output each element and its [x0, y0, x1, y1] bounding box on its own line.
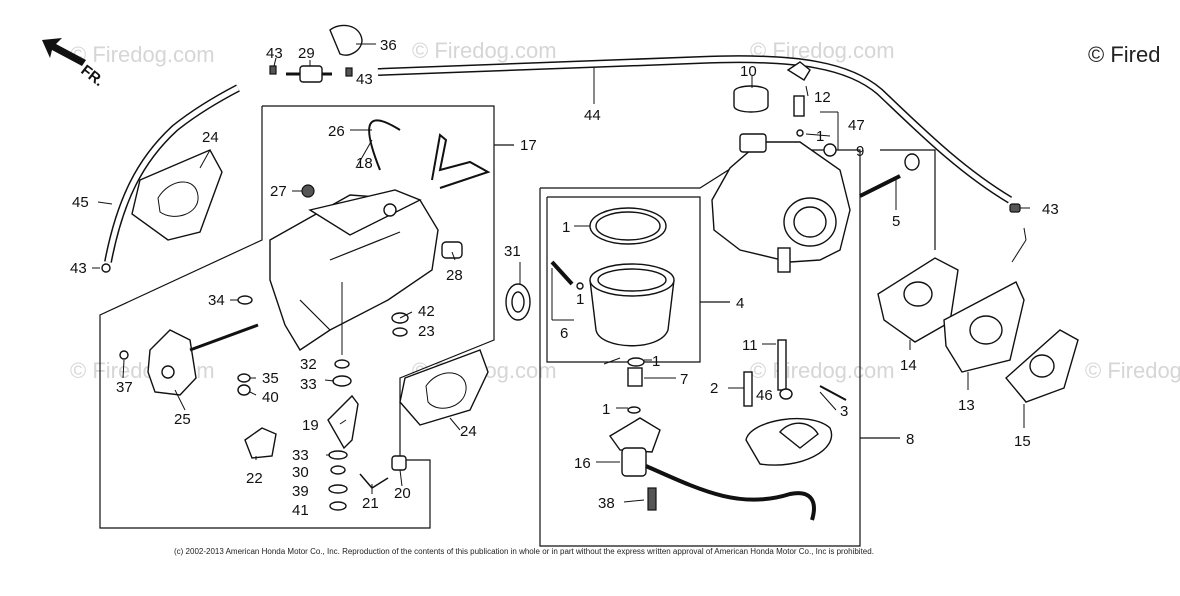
- assembly-boundaries: [99, 105, 936, 547]
- drain-bolt-7: [627, 357, 645, 414]
- callout-35: 35: [262, 370, 279, 387]
- fuel-filter-29: [269, 24, 363, 83]
- callout-9: 9: [856, 143, 864, 160]
- callout-27: 27: [270, 183, 287, 200]
- float-3: [743, 339, 847, 466]
- callout-1: 1: [602, 401, 610, 418]
- callout-40: 40: [262, 389, 279, 406]
- callout-2: 2: [710, 380, 718, 397]
- float-chamber-4: [550, 207, 675, 347]
- callout-42: 42: [418, 303, 435, 320]
- callout-47: 47: [848, 117, 865, 134]
- corner-watermark: © Fired: [1088, 42, 1161, 67]
- watermark-text: © Firedog.com: [1085, 358, 1180, 383]
- callout-33: 33: [292, 447, 309, 464]
- callout-18: 18: [356, 155, 373, 172]
- callout-6: 6: [560, 325, 568, 342]
- callout-15: 15: [1014, 433, 1031, 450]
- callout-38: 38: [598, 495, 615, 512]
- callout-25: 25: [174, 411, 191, 428]
- gasket-15: [1005, 329, 1079, 403]
- fuel-tube-45: [104, 84, 240, 263]
- callout-46: 46: [756, 387, 773, 404]
- air-guide-18: [269, 189, 439, 351]
- fuel-tube-44: [377, 55, 1013, 204]
- watermark-text: © Firedog.com: [70, 42, 215, 67]
- insulator-14: [877, 257, 959, 343]
- callout-17: 17: [520, 137, 537, 154]
- callout-20: 20: [394, 485, 411, 502]
- callout-1: 1: [576, 291, 584, 308]
- callout-10: 10: [740, 63, 757, 80]
- callout-32: 32: [300, 356, 317, 373]
- insulator-13: [943, 281, 1025, 373]
- callout-44: 44: [584, 107, 601, 124]
- callout-5: 5: [892, 213, 900, 230]
- callout-4: 4: [736, 295, 744, 312]
- callout-39: 39: [292, 483, 309, 500]
- callout-36: 36: [380, 37, 397, 54]
- callout-19: 19: [302, 417, 319, 434]
- callout-43: 43: [266, 45, 283, 62]
- carburetor-body: [711, 61, 920, 273]
- callout-31: 31: [504, 243, 521, 260]
- callout-22: 22: [246, 470, 263, 487]
- callout-3: 3: [840, 403, 848, 420]
- gasket-24-upper: [131, 149, 223, 241]
- callout-21: 21: [362, 495, 379, 512]
- callout-43: 43: [1042, 201, 1059, 218]
- copyright-notice: (c) 2002-2013 American Honda Motor Co., …: [174, 547, 874, 556]
- callout-11: 11: [742, 337, 758, 354]
- choke-rod-26: [368, 119, 491, 189]
- callout-43: 43: [356, 71, 373, 88]
- callout-16: 16: [574, 455, 591, 472]
- callout-34: 34: [208, 292, 225, 309]
- gasket-24-lower: [399, 349, 489, 426]
- leader-lines: [92, 43, 1030, 503]
- callout-14: 14: [900, 357, 917, 374]
- callout-1: 1: [652, 353, 660, 370]
- callout-7: 7: [680, 371, 688, 388]
- callout-41: 41: [292, 502, 309, 519]
- callout-24: 24: [202, 129, 219, 146]
- callout-12: 12: [814, 89, 831, 106]
- callout-26: 26: [328, 123, 345, 140]
- callout-33: 33: [300, 376, 317, 393]
- callout-45: 45: [72, 194, 89, 211]
- callout-30: 30: [292, 464, 309, 481]
- callout-8: 8: [906, 431, 914, 448]
- callout-29: 29: [298, 45, 315, 62]
- watermark-text: © Firedog.com: [412, 38, 557, 63]
- callout-labels: 24 45 43 43 29 36 43 44 26 17 18 27 28 3…: [70, 37, 1059, 519]
- callout-37: 37: [116, 379, 133, 396]
- fuel-valve-25: [147, 323, 259, 396]
- callout-43: 43: [70, 260, 87, 277]
- callout-13: 13: [958, 397, 975, 414]
- callout-24: 24: [460, 423, 477, 440]
- callout-1: 1: [562, 219, 570, 236]
- callout-1: 1: [816, 128, 824, 145]
- grommet-31: [505, 283, 531, 321]
- throttle-lever-parts: [244, 394, 407, 489]
- fuel-cut-solenoid-16: [608, 417, 816, 521]
- callout-28: 28: [446, 267, 463, 284]
- watermark-text: © Firedog.com: [750, 358, 895, 383]
- clamp-43: [1009, 203, 1021, 213]
- callout-23: 23: [418, 323, 435, 340]
